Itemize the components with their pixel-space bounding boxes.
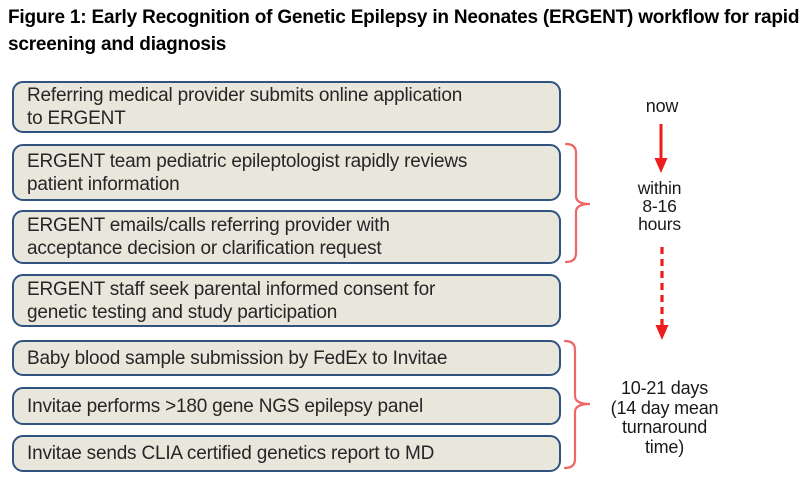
flow-step-review: ERGENT team pediatric epileptologist rap… xyxy=(12,144,561,201)
timeline-label-now: now xyxy=(645,96,679,116)
flow-step-genetics-report: Invitae sends CLIA certified genetics re… xyxy=(12,435,561,472)
flow-step-decision: ERGENT emails/calls referring provider w… xyxy=(12,210,561,264)
solid-down-arrow-icon xyxy=(654,124,668,173)
flow-step-sample-submission: Baby blood sample submission by FedEx to… xyxy=(12,340,561,376)
flow-step-application: Referring medical provider submits onlin… xyxy=(12,81,561,133)
timeline-label-8-16-hours: within 8-16 hours xyxy=(637,178,682,234)
brace-8-16-hours xyxy=(564,142,591,264)
flow-step-ngs-panel: Invitae performs >180 gene NGS epilepsy … xyxy=(12,387,561,425)
timeline-label-10-21-days: 10-21 days (14 day mean turnaround time) xyxy=(610,378,719,457)
flow-step-consent: ERGENT staff seek parental informed cons… xyxy=(12,274,561,327)
figure-title: Figure 1: Early Recognition of Genetic E… xyxy=(8,7,800,55)
dashed-down-arrow-icon xyxy=(655,247,669,340)
